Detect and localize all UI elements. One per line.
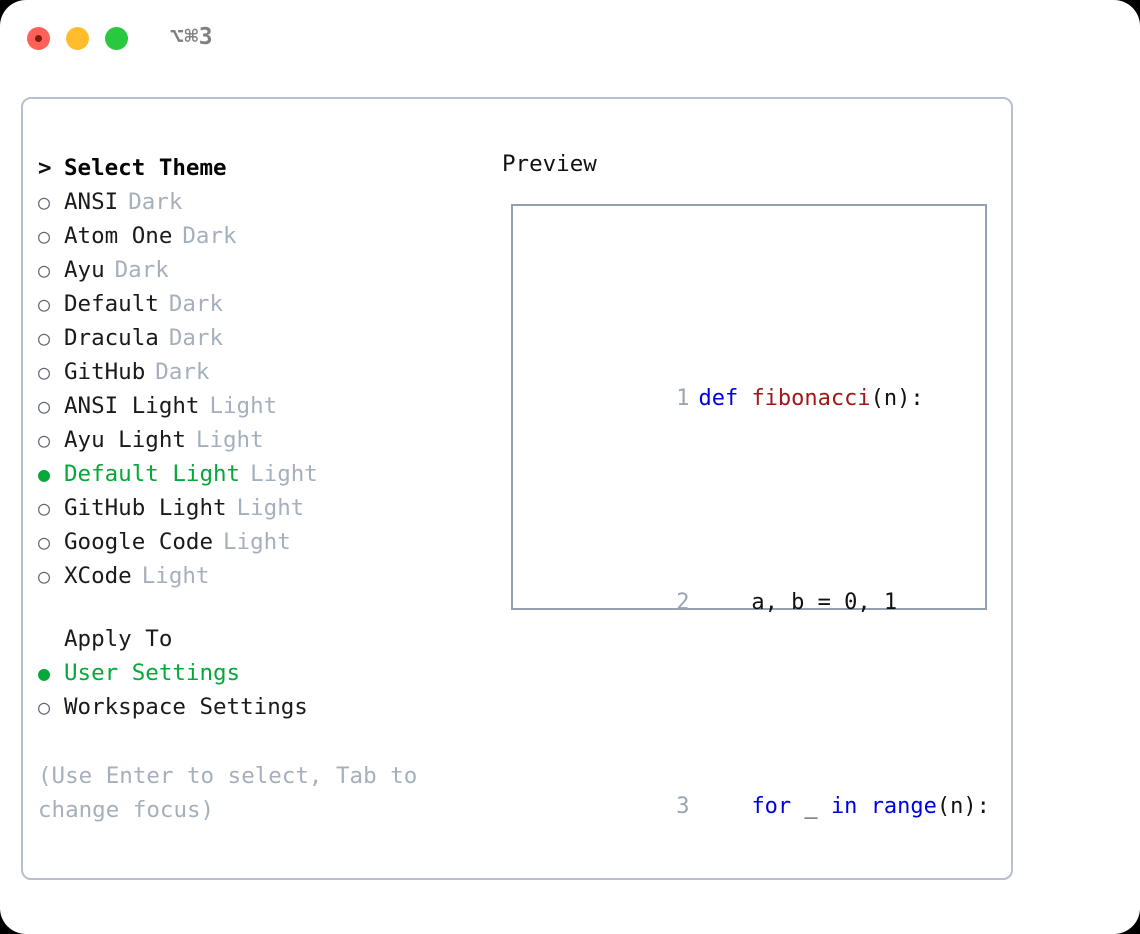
apply-to-option-user-settings[interactable]: ● User Settings <box>38 656 468 690</box>
code-token: (n): <box>936 794 990 819</box>
theme-picker-panel: > Select Theme ○ ANSI Dark ○ Atom One Da… <box>21 97 1013 880</box>
theme-name: Ayu Light <box>64 427 186 453</box>
code-token: _ <box>791 794 831 819</box>
list-item[interactable]: ○ Ayu Dark <box>38 253 468 287</box>
line-number: 2 <box>676 590 690 615</box>
spacer-icon: ○ <box>38 622 64 656</box>
radio-icon[interactable]: ○ <box>38 564 51 588</box>
list-item[interactable]: ○ GitHub Dark <box>38 355 468 389</box>
theme-tag: Light <box>236 495 305 521</box>
list-item-selected[interactable]: ● Default Light Light <box>38 457 468 491</box>
apply-to-header: ○ Apply To <box>38 622 468 656</box>
list-item[interactable]: ○ Google Code Light <box>38 525 468 559</box>
keyboard-hint-text: (Use Enter to select, Tab to change focu… <box>38 763 418 823</box>
code-token: fibonacci <box>751 386 871 411</box>
theme-tag: Dark <box>155 359 210 385</box>
caret-icon: > <box>38 155 52 181</box>
theme-name: ANSI <box>64 189 119 215</box>
radio-icon-selected[interactable]: ● <box>38 462 51 486</box>
radio-icon[interactable]: ○ <box>38 258 51 282</box>
theme-tag: Dark <box>168 325 224 351</box>
theme-tag: Dark <box>182 223 237 249</box>
radio-icon[interactable]: ○ <box>38 224 51 248</box>
keyboard-shortcut-label: ⌥⌘3 <box>170 24 214 50</box>
radio-icon[interactable]: ○ <box>38 326 51 350</box>
window-titlebar: ⌥⌘3 <box>0 0 1140 78</box>
theme-tag: Light <box>209 393 278 419</box>
code-token: a, b = 0, 1 <box>698 590 898 615</box>
list-item[interactable]: ○ ANSI Dark <box>38 185 468 219</box>
radio-icon[interactable]: ○ <box>38 530 51 554</box>
theme-tag: Dark <box>114 257 169 283</box>
radio-icon-selected[interactable]: ● <box>38 661 51 685</box>
apply-to-option-label: User Settings <box>64 660 241 686</box>
theme-tag: Light <box>141 563 210 589</box>
preview-title: Preview <box>502 151 597 177</box>
line-number: 1 <box>676 386 690 411</box>
theme-name: GitHub Light <box>64 495 227 521</box>
list-item[interactable]: ○ Dracula Dark <box>38 321 468 355</box>
theme-tag: Dark <box>168 291 224 317</box>
radio-icon[interactable]: ○ <box>38 496 51 520</box>
minimize-button[interactable] <box>66 27 89 50</box>
theme-tag: Light <box>195 427 264 453</box>
theme-list-header: > Select Theme <box>38 151 468 185</box>
list-item[interactable]: ○ Ayu Light Light <box>38 423 468 457</box>
code-token <box>698 794 751 819</box>
apply-to-title: Apply To <box>64 626 173 652</box>
code-token: range <box>870 794 937 819</box>
theme-name: XCode <box>64 563 132 589</box>
maximize-button[interactable] <box>105 27 128 50</box>
theme-name: GitHub <box>64 359 146 385</box>
radio-icon[interactable]: ○ <box>38 360 51 384</box>
code-token: def <box>698 386 752 411</box>
theme-tag: Light <box>223 529 291 555</box>
apply-to-group: ○ Apply To ● User Settings ○ Workspace S… <box>38 622 468 724</box>
code-line: 3 for _ in range(n): <box>531 756 990 858</box>
theme-name: Atom One <box>64 223 173 249</box>
theme-name: Google Code <box>64 529 214 555</box>
list-item[interactable]: ○ Default Dark <box>38 287 468 321</box>
theme-list-title: Select Theme <box>64 155 227 181</box>
code-line: 1 def fibonacci(n): <box>531 348 977 450</box>
radio-icon[interactable]: ○ <box>38 292 51 316</box>
theme-name: Default <box>64 291 159 317</box>
code-token: in <box>830 794 858 819</box>
code-token: for <box>751 794 792 819</box>
theme-tag: Light <box>250 461 318 487</box>
radio-icon[interactable]: ○ <box>38 394 51 418</box>
radio-icon[interactable]: ○ <box>38 428 51 452</box>
code-line: 2 a, b = 0, 1 <box>531 552 977 654</box>
close-button[interactable] <box>27 27 50 50</box>
theme-name: ANSI Light <box>64 393 200 419</box>
list-item[interactable]: ○ ANSI Light Light <box>38 389 468 423</box>
theme-name: Default Light <box>64 461 241 487</box>
apply-to-option-workspace-settings[interactable]: ○ Workspace Settings <box>38 690 468 724</box>
list-item[interactable]: ○ Atom One Dark <box>38 219 468 253</box>
apply-to-option-label: Workspace Settings <box>64 694 308 720</box>
line-number: 3 <box>676 794 690 819</box>
radio-icon[interactable]: ○ <box>38 190 51 214</box>
theme-tag: Dark <box>128 189 183 215</box>
list-item[interactable]: ○ GitHub Light Light <box>38 491 468 525</box>
theme-list: > Select Theme ○ ANSI Dark ○ Atom One Da… <box>38 151 468 724</box>
code-token <box>857 794 870 819</box>
theme-name: Dracula <box>64 325 159 351</box>
theme-name: Ayu <box>64 257 105 283</box>
radio-icon[interactable]: ○ <box>38 695 51 719</box>
list-item[interactable]: ○ XCode Light <box>38 559 468 593</box>
code-token: (n): <box>870 386 924 411</box>
